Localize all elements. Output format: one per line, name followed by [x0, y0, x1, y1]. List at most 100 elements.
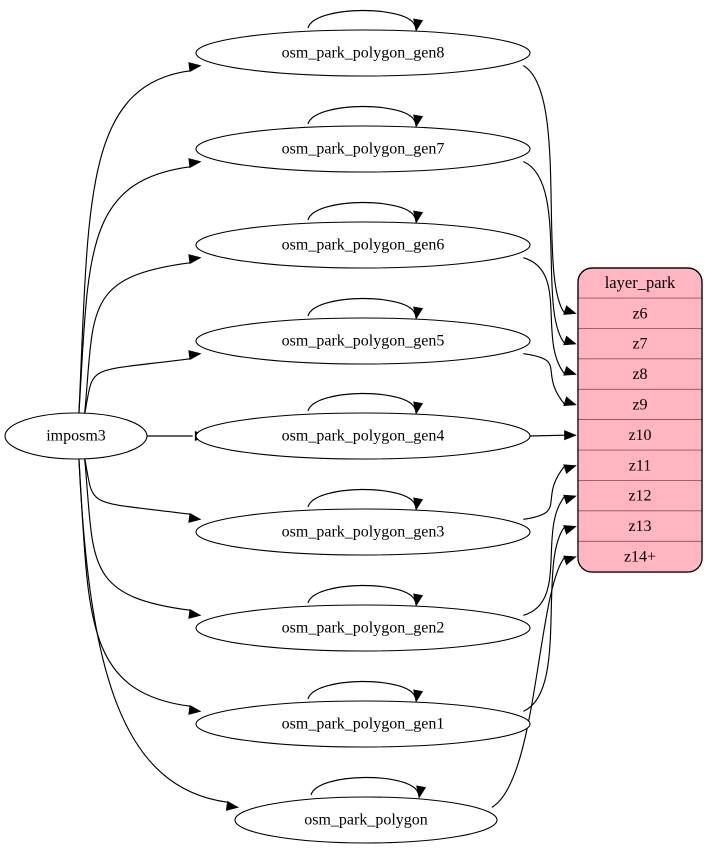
node-osm_park_polygon_gen1-shape[interactable]	[195, 700, 531, 748]
self-loop-osm_park_polygon_gen8	[307, 9, 416, 29]
node-osm_park_polygon_gen2-shape[interactable]	[195, 604, 531, 652]
edge-imposm3-to-osm_park_polygon_gen1	[78, 457, 191, 707]
node-osm_park_polygon_gen3-shape[interactable]	[195, 508, 531, 556]
edge-osm_park_polygon_gen3-to-z11	[523, 465, 566, 520]
table-row-label: z7	[632, 336, 647, 353]
table-row-bg[interactable]	[578, 541, 702, 572]
node-osm_park_polygon_gen2-label: osm_park_polygon_gen2	[282, 620, 445, 637]
table-row-z7[interactable]: z7	[578, 328, 702, 360]
table-row-label: z11	[629, 457, 652, 474]
self-loop-arrowhead	[413, 210, 424, 224]
node-imposm3-shape[interactable]	[4, 412, 148, 460]
table-row-label: z6	[632, 305, 647, 322]
edge-arrowhead	[563, 464, 577, 474]
edge-arrowhead	[188, 512, 202, 523]
table-row-bg[interactable]	[578, 359, 702, 390]
layer-park-table[interactable]: layer_park z6 z7 z8 z9 z10 z11 z12 z13 z14+	[577, 267, 703, 573]
edge-arrowhead	[563, 494, 577, 505]
node-imposm3[interactable]: imposm3	[4, 412, 148, 460]
table-row-label: z10	[628, 427, 651, 444]
table-row-label: z13	[628, 518, 651, 535]
edges-layer	[78, 62, 577, 811]
edge-arrowhead	[225, 800, 240, 811]
node-osm_park_polygon_gen8-shape[interactable]	[195, 29, 531, 77]
edge-imposm3-to-osm_park_polygon_gen3	[83, 457, 191, 515]
table-row-label: z9	[632, 396, 647, 413]
node-osm_park_polygon_gen7[interactable]: osm_park_polygon_gen7	[195, 125, 531, 173]
self-loop-osm_park_polygon_gen3	[307, 488, 416, 508]
self-loop-arrowhead	[413, 497, 424, 511]
table-row-z10[interactable]: z10	[578, 420, 702, 451]
table-row-z13[interactable]: z13	[578, 511, 702, 542]
edge-imposm3-to-osm_park_polygon_gen5	[83, 358, 191, 415]
table-row-label: z14+	[624, 548, 656, 565]
layer-park-table-outline	[577, 267, 703, 573]
node-osm_park_polygon-shape[interactable]	[234, 796, 498, 844]
node-osm_park_polygon-label: osm_park_polygon	[304, 812, 428, 829]
node-osm_park_polygon_gen6-shape[interactable]	[195, 221, 531, 269]
node-osm_park_polygon_gen5[interactable]: osm_park_polygon_gen5	[195, 317, 531, 365]
table-header-label: layer_park	[605, 273, 676, 292]
self-loop-arrowhead	[413, 306, 424, 320]
edge-arrowhead	[563, 525, 577, 535]
edge-arrowhead	[188, 158, 202, 169]
edge-arrowhead	[188, 254, 202, 265]
edge-osm_park_polygon_gen6-to-z8	[523, 257, 566, 375]
table-row-z12[interactable]: z12	[578, 480, 702, 512]
table-row-z14plus[interactable]: z14+	[578, 541, 702, 572]
self-loop-arrowhead	[416, 785, 427, 799]
edge-arrowhead	[563, 366, 577, 376]
edge-imposm3-to-osm_park_polygon_gen8	[78, 70, 191, 415]
table-row-bg[interactable]	[578, 480, 702, 512]
table-row-bg[interactable]	[578, 420, 702, 451]
edge-arrowhead	[188, 704, 202, 715]
node-osm_park_polygon_gen5-shape[interactable]	[195, 317, 531, 365]
node-osm_park_polygon_gen1[interactable]: osm_park_polygon_gen1	[195, 700, 531, 748]
node-osm_park_polygon_gen7-shape[interactable]	[195, 125, 531, 173]
node-osm_park_polygon[interactable]: osm_park_polygon	[234, 796, 498, 844]
edge-arrowhead	[188, 608, 202, 619]
node-imposm3-label: imposm3	[46, 428, 106, 445]
node-osm_park_polygon_gen7-label: osm_park_polygon_gen7	[282, 141, 445, 158]
table-row-bg[interactable]	[578, 298, 702, 329]
node-osm_park_polygon_gen8[interactable]: osm_park_polygon_gen8	[195, 29, 531, 77]
self-loop-osm_park_polygon_gen7	[307, 105, 416, 125]
self-loop-osm_park_polygon_gen6	[307, 201, 416, 221]
node-osm_park_polygon_gen3-label: osm_park_polygon_gen3	[282, 524, 445, 541]
self-loop-osm_park_polygon_gen2	[307, 584, 416, 604]
table-row-bg[interactable]	[578, 450, 702, 481]
node-osm_park_polygon_gen6[interactable]: osm_park_polygon_gen6	[195, 221, 531, 269]
edge-imposm3-to-osm_park_polygon_gen6	[83, 262, 191, 415]
node-osm_park_polygon_gen5-label: osm_park_polygon_gen5	[282, 333, 445, 350]
edge-osm_park_polygon_gen1-to-z13	[523, 526, 566, 712]
self-loop-arrowhead	[413, 689, 424, 703]
self-loop-osm_park_polygon	[310, 776, 419, 796]
table-row-z11[interactable]: z11	[578, 450, 702, 481]
self-loop-osm_park_polygon_gen5	[307, 297, 416, 317]
edge-imposm3-to-osm_park_polygon_gen7	[78, 166, 191, 415]
node-osm_park_polygon_gen2[interactable]: osm_park_polygon_gen2	[195, 604, 531, 652]
table-row-z9[interactable]: z9	[578, 389, 702, 420]
table-row-bg[interactable]	[578, 389, 702, 420]
table-row-bg[interactable]	[578, 511, 702, 542]
nodes-layer: imposm3 osm_park_polygon_gen8 osm_park_pol…	[4, 29, 531, 844]
edge-osm_park_polygon_gen8-to-z6	[523, 65, 566, 314]
edge-arrowhead	[563, 396, 577, 407]
node-osm_park_polygon_gen4[interactable]: osm_park_polygon_gen4	[195, 412, 531, 460]
self-loop-arrowhead	[413, 593, 424, 607]
table-row-label: z12	[628, 488, 651, 505]
node-osm_park_polygon_gen6-label: osm_park_polygon_gen6	[282, 237, 445, 254]
table-row-z8[interactable]: z8	[578, 359, 702, 390]
edge-arrowhead	[563, 555, 577, 566]
edge-imposm3-to-osm_park_polygon_gen2	[83, 457, 191, 611]
node-osm_park_polygon_gen8-label: osm_park_polygon_gen8	[282, 45, 445, 62]
table-row-z6[interactable]: z6	[578, 298, 702, 329]
table-row-label: z8	[632, 366, 647, 383]
table-row-bg[interactable]	[578, 328, 702, 360]
node-osm_park_polygon_gen4-shape[interactable]	[195, 412, 531, 460]
edge-osm_park_polygon_gen2-to-z12	[523, 495, 566, 616]
self-loop-osm_park_polygon_gen1	[307, 680, 416, 700]
node-osm_park_polygon_gen3[interactable]: osm_park_polygon_gen3	[195, 508, 531, 556]
self-loop-edges-layer	[307, 9, 427, 799]
